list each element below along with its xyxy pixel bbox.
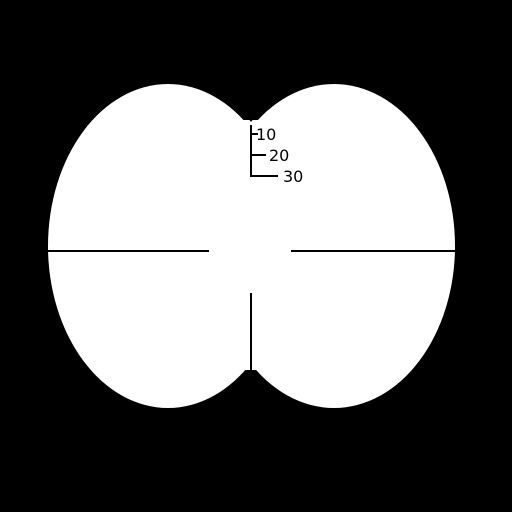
- distance-scale: 10 20 30: [250, 125, 303, 186]
- scale-label-30: 30: [283, 167, 303, 186]
- center-fill: [200, 120, 310, 370]
- scale-label-10: 10: [256, 125, 276, 144]
- bottom-notch: [230, 370, 272, 409]
- top-notch: [222, 84, 280, 122]
- field-shape: [48, 84, 455, 408]
- scale-label-20: 20: [269, 146, 289, 165]
